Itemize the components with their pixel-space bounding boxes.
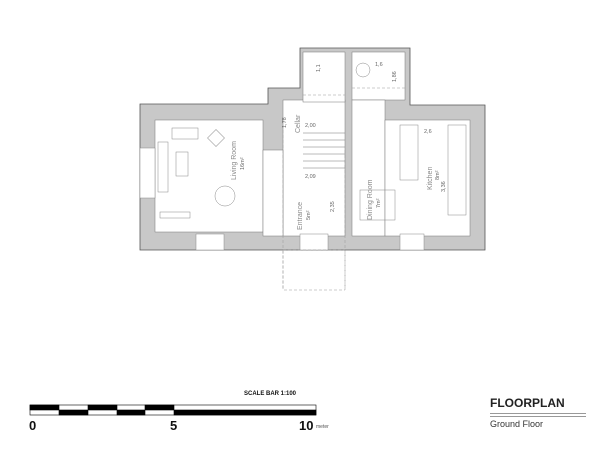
title-block-title: FLOORPLAN [490,396,565,410]
room-labels: Living Room 16m² Entrance 5m² Dining Roo… [231,114,441,230]
kitchen-counter [447,124,467,216]
room-interiors [154,51,471,237]
title-block-subtitle: Ground Floor [490,419,544,429]
dimension-label: 2,00 [305,123,316,129]
scale-unit: meter [316,424,329,430]
dimension-label: 3,36 [441,181,447,192]
dining-table [359,189,396,221]
scale-bar-title: SCALE BAR 1:100 [244,391,297,397]
scale-tick-0: 0 [29,418,37,433]
room-label-cellar: Cellar [295,114,302,133]
room-label-dining: Dining Room [367,179,374,220]
sideboard [159,211,191,219]
coffee-table [175,151,189,177]
room-label-entrance: Entrance [297,202,304,230]
windows [139,147,425,251]
furniture [157,62,467,221]
staircase [303,132,345,169]
sofa-side [157,141,169,193]
overhead-lines [282,87,405,291]
room-label-kitchen: Kitchen [427,167,434,190]
dimension-label: 1,78 [282,117,288,128]
toilet [355,62,371,78]
scale-tick-10: 10 [299,418,314,433]
room-area-dining: 7m² [376,198,382,208]
room-label-living: Living Room [231,141,238,180]
dimension-label: 2,35 [330,201,336,212]
kitchen-island [399,124,419,181]
armchair [207,129,225,147]
sofa [171,127,199,140]
dimension-label: 1,86 [392,71,398,82]
dimension-labels: 1,1 1,6 1,86 2,00 1,78 2,09 2,35 2,6 3,3… [282,62,447,212]
round-table [214,185,236,207]
dimension-label: 2,09 [305,174,316,180]
dimension-label: 1,6 [375,62,383,68]
room-area-kitchen: 8m² [435,170,441,180]
room-area-living: 16m² [240,157,246,170]
scale-bar-graphic [29,404,317,416]
title-divider [490,413,586,417]
scale-tick-5: 5 [170,418,178,433]
room-area-entrance: 5m² [306,210,312,220]
dimension-label: 2,6 [424,129,432,135]
dimension-label: 1,1 [316,64,322,72]
